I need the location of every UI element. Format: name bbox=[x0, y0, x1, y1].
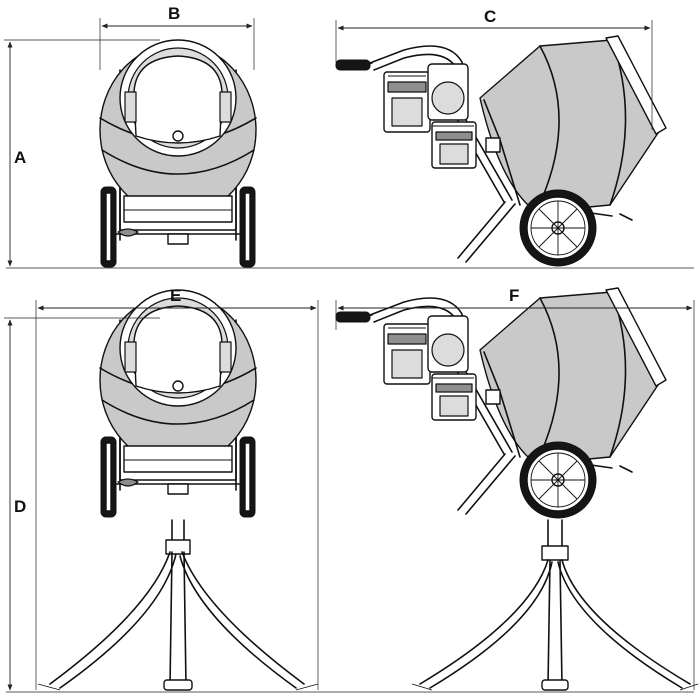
dimension-a: A bbox=[4, 39, 160, 267]
dimension-d: D bbox=[4, 317, 160, 691]
dimension-c-label: C bbox=[484, 7, 496, 26]
side-view-cart bbox=[335, 35, 667, 267]
dimension-c: C bbox=[335, 7, 653, 130]
dimension-b: B bbox=[99, 4, 255, 70]
dimension-f-label: F bbox=[509, 286, 519, 305]
dimension-e-label: E bbox=[170, 286, 181, 305]
dimension-d-label: D bbox=[14, 497, 26, 516]
front-view-cart bbox=[99, 39, 257, 268]
dimension-a-label: A bbox=[14, 148, 26, 167]
dimension-e: E bbox=[35, 286, 319, 690]
side-view-stand bbox=[335, 287, 699, 691]
front-view-stand bbox=[37, 289, 319, 691]
dimension-b-label: B bbox=[168, 4, 180, 23]
dimension-f: F bbox=[335, 286, 695, 690]
